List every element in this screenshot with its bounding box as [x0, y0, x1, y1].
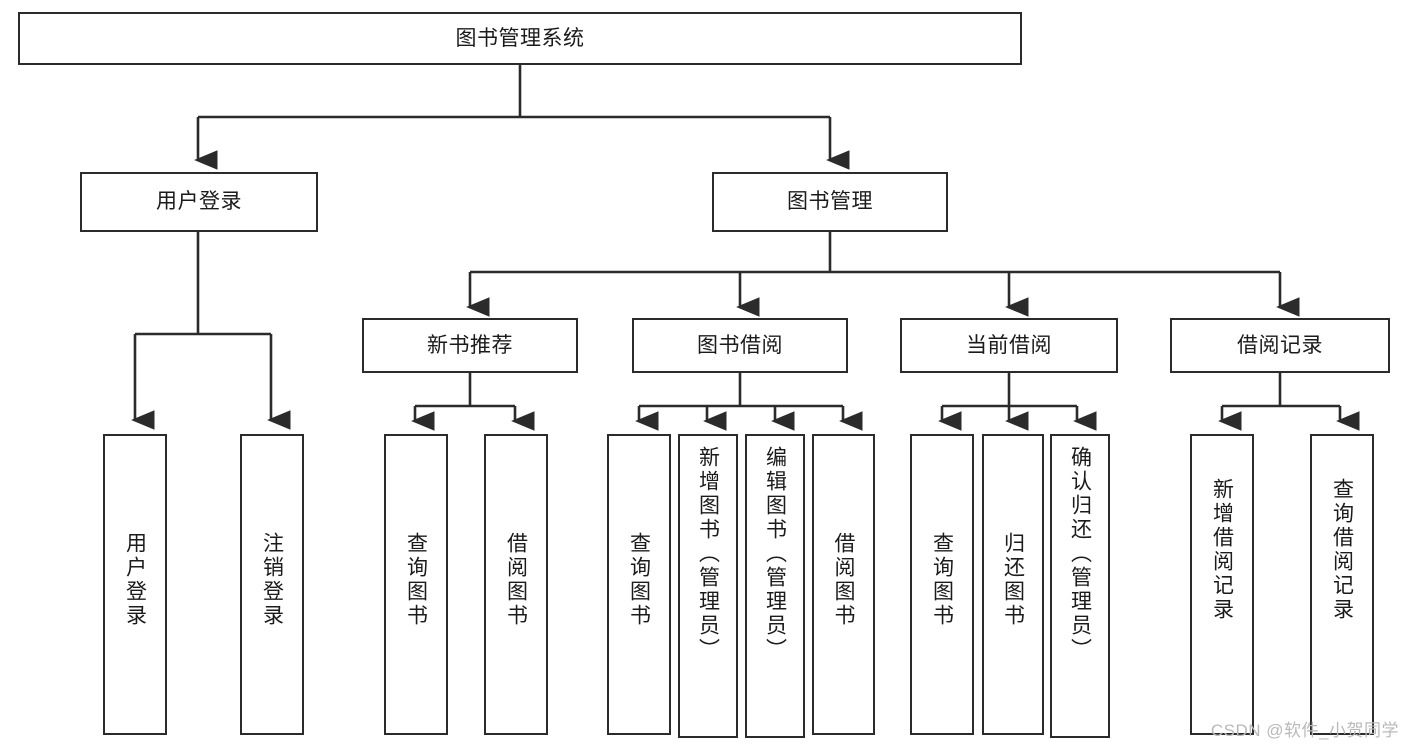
node-leaf-add-book-label: 新增图书（管理员） [696, 446, 720, 662]
node-leaf-edit-book[interactable]: 编辑图书（管理员） [745, 434, 805, 738]
node-book-management-label: 图书管理 [787, 190, 873, 214]
node-leaf-borrow-book-2[interactable]: 借阅图书 [812, 434, 875, 735]
node-leaf-borrow-book-2-label: 借阅图书 [832, 532, 855, 628]
node-leaf-return-book[interactable]: 归还图书 [982, 434, 1044, 735]
node-leaf-query-book-1[interactable]: 查询图书 [384, 434, 448, 735]
node-root-label: 图书管理系统 [455, 26, 585, 50]
node-leaf-query-book-2-label: 查询图书 [627, 532, 651, 628]
node-leaf-user-logout[interactable]: 注销登录 [240, 434, 304, 735]
node-leaf-edit-book-label: 编辑图书（管理员） [763, 446, 787, 662]
node-leaf-user-logout-label: 注销登录 [260, 532, 284, 628]
node-root[interactable]: 图书管理系统 [18, 12, 1022, 65]
node-leaf-add-record-label: 新增借阅记录 [1210, 478, 1234, 622]
node-new-book-recommend-label: 新书推荐 [427, 333, 513, 357]
node-book-management[interactable]: 图书管理 [712, 172, 948, 232]
node-leaf-query-book-2[interactable]: 查询图书 [607, 434, 671, 735]
node-book-borrow[interactable]: 图书借阅 [632, 318, 848, 373]
node-user-login-label: 用户登录 [156, 190, 242, 214]
node-user-login[interactable]: 用户登录 [80, 172, 318, 232]
node-leaf-add-record[interactable]: 新增借阅记录 [1190, 434, 1254, 735]
node-leaf-add-book[interactable]: 新增图书（管理员） [678, 434, 738, 738]
node-leaf-user-login-label: 用户登录 [123, 532, 147, 628]
node-current-borrow[interactable]: 当前借阅 [900, 318, 1118, 373]
node-leaf-confirm-return[interactable]: 确认归还（管理员） [1050, 434, 1110, 738]
node-borrow-record-label: 借阅记录 [1237, 333, 1323, 357]
node-current-borrow-label: 当前借阅 [966, 333, 1052, 357]
node-leaf-query-record[interactable]: 查询借阅记录 [1310, 434, 1374, 735]
node-leaf-query-book-3-label: 查询图书 [930, 532, 954, 628]
node-leaf-query-book-1-label: 查询图书 [404, 532, 428, 628]
node-borrow-record[interactable]: 借阅记录 [1170, 318, 1390, 373]
node-book-borrow-label: 图书借阅 [697, 333, 783, 357]
node-leaf-borrow-book-1-label: 借阅图书 [504, 532, 528, 628]
node-leaf-query-record-label: 查询借阅记录 [1330, 478, 1354, 622]
node-leaf-borrow-book-1[interactable]: 借阅图书 [484, 434, 548, 735]
node-leaf-query-book-3[interactable]: 查询图书 [910, 434, 974, 735]
node-leaf-user-login[interactable]: 用户登录 [103, 434, 167, 735]
node-leaf-confirm-return-label: 确认归还（管理员） [1068, 446, 1092, 662]
node-leaf-return-book-label: 归还图书 [1001, 532, 1025, 628]
node-new-book-recommend[interactable]: 新书推荐 [362, 318, 578, 373]
csdn-watermark: CSDN @软件_小贺同学 [1210, 721, 1399, 740]
